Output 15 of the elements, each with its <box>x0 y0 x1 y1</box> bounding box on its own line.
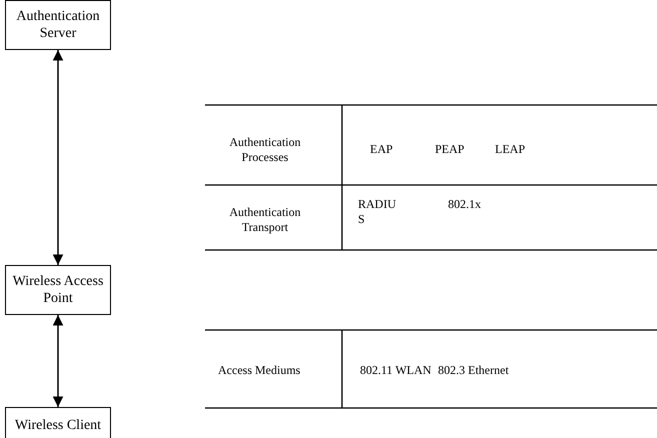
table-text: Authentication Transport <box>228 205 302 235</box>
table-text: 802.11 WLAN <box>360 363 432 378</box>
table-text: RADIUS <box>358 197 397 227</box>
process-box: Wireless Access Point <box>5 265 111 315</box>
table-text: PEAP <box>435 142 464 157</box>
table-text: Access Mediums <box>218 363 300 378</box>
table-text: 802.1x <box>448 197 481 212</box>
double-arrow <box>52 50 64 265</box>
table-text: EAP <box>370 142 393 157</box>
table-text: Authentication Processes <box>228 135 302 165</box>
process-box: Wireless Client <box>5 407 111 438</box>
double-arrow <box>52 315 64 407</box>
table-text: LEAP <box>495 142 525 157</box>
table-text: 802.3 Ethernet <box>438 363 509 378</box>
process-box: Authentication Server <box>5 0 111 50</box>
